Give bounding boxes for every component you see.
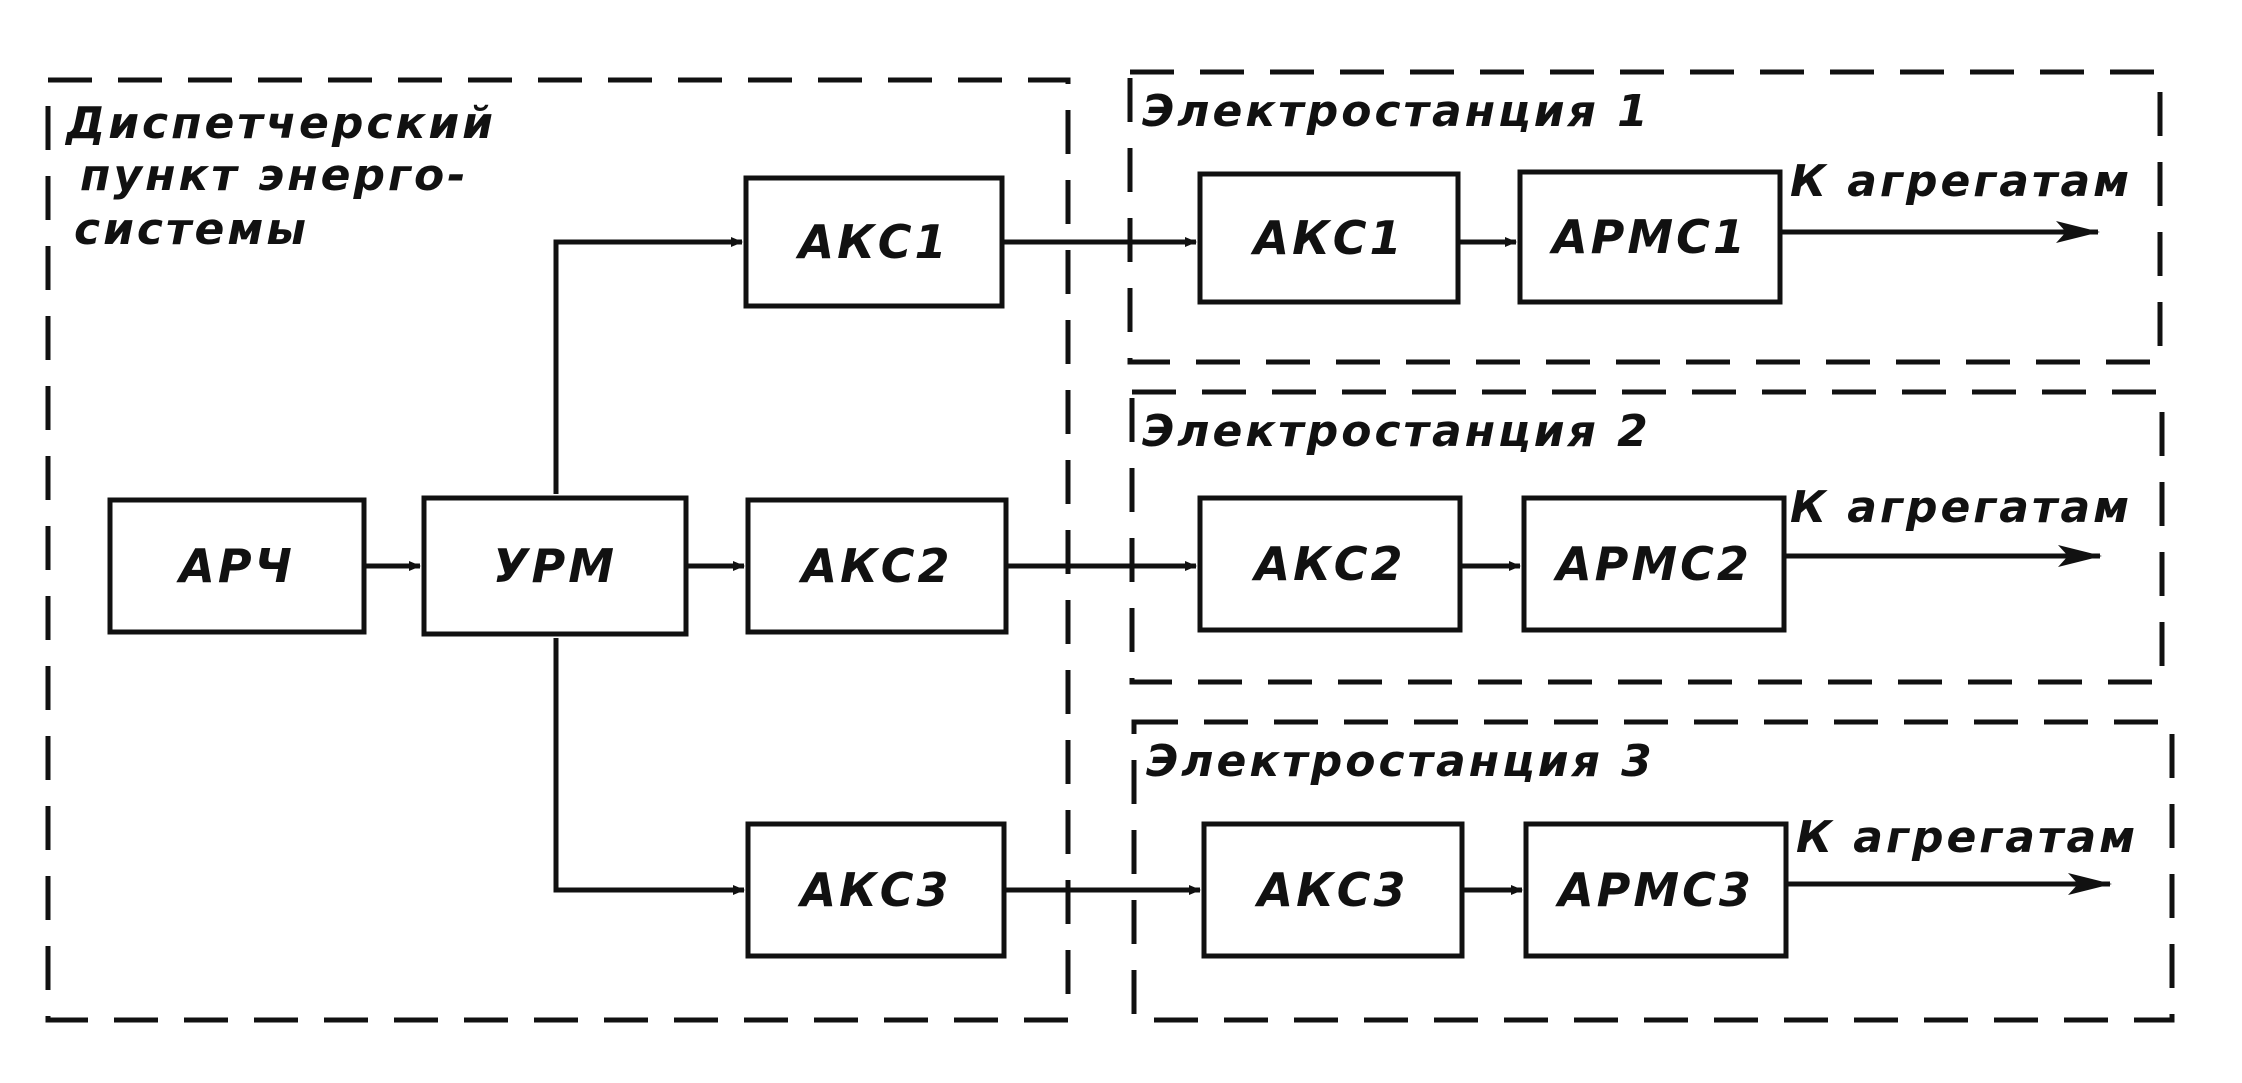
block-urm: УРМ: [421, 495, 689, 637]
station-title-3: Электростанция 3: [1146, 736, 1655, 787]
dispatch-label-line-1: Диспетчерский: [64, 98, 496, 149]
station-frame-1: [1127, 69, 2163, 365]
svg-text:АКС1: АКС1: [1251, 211, 1405, 265]
svg-text:АКС2: АКС2: [1252, 537, 1406, 591]
station-title-2: Электростанция 2: [1142, 406, 1651, 457]
svg-text:АКС2: АКС2: [799, 539, 953, 593]
svg-text:АРМС3: АРМС3: [1555, 863, 1754, 917]
svg-text:АРМС1: АРМС1: [1549, 210, 1748, 264]
block-arms2: АРМС2: [1521, 495, 1787, 633]
block-arms3: АРМС3: [1523, 821, 1789, 959]
station-frame-3: [1131, 719, 2175, 1023]
dispatch-frame: [45, 77, 1071, 1023]
station-frame-2: [1129, 389, 2165, 685]
svg-text:АКС3: АКС3: [1255, 863, 1409, 917]
wire-urm-aks3: [553, 638, 745, 895]
block-aks2-left: АКС2: [745, 497, 1009, 635]
dispatch-label-line-3: системы: [74, 204, 309, 255]
block-aks2-right: АКС2: [1197, 495, 1463, 633]
block-aks3-right: АКС3: [1201, 821, 1465, 959]
output-label-1: К агрегатам: [1790, 156, 2132, 207]
wire-urm-aks1: [553, 237, 743, 494]
svg-text:АРМС2: АРМС2: [1553, 537, 1752, 591]
block-aks1-right: АКС1: [1197, 171, 1461, 305]
output-label-2: К агрегатам: [1790, 482, 2132, 533]
svg-text:УРМ: УРМ: [493, 539, 617, 593]
station-title-1: Электростанция 1: [1142, 86, 1651, 137]
svg-text:АКС1: АКС1: [796, 215, 950, 269]
output-label-3: К агрегатам: [1796, 812, 2138, 863]
block-arch: АРЧ: [107, 497, 367, 635]
block-aks1-left: АКС1: [743, 175, 1005, 309]
svg-text:АКС3: АКС3: [798, 863, 952, 917]
block-aks3-left: АКС3: [745, 821, 1007, 959]
block-arms1: АРМС1: [1517, 169, 1783, 305]
dispatch-label-line-2: пункт энерго-: [80, 150, 468, 201]
svg-text:АРЧ: АРЧ: [176, 539, 295, 593]
